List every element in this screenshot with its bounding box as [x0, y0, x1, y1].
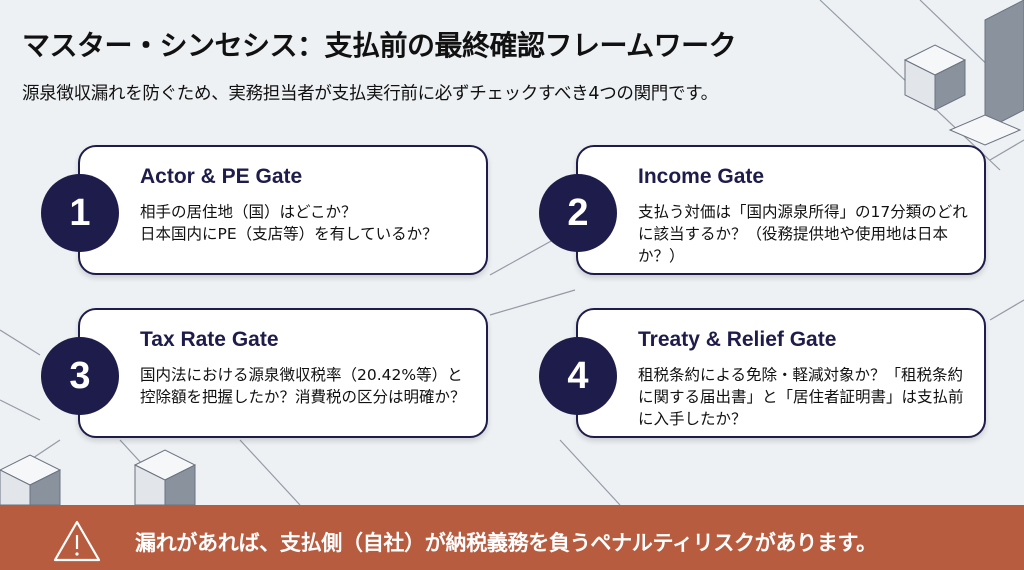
warning-message: 漏れがあれば、支払側（自社）が納税義務を負うペナルティリスクがあります。	[135, 531, 877, 555]
gate-number-badge: 3	[41, 337, 119, 415]
page-title: マスター・シンセシス：支払前の最終確認フレームワーク	[22, 29, 737, 62]
gate-description: 支払う対価は「国内源泉所得」の17分類のどれに該当するか？（役務提供地や使用地は…	[638, 203, 968, 265]
gate-card-treaty-relief: Treaty & Relief Gate 租税条約による免除・軽減対象か？「租税…	[576, 308, 986, 438]
gate-number-badge: 1	[41, 174, 119, 252]
gate-card-tax-rate: Tax Rate Gate 国内法における源泉徴収税率（20.42%等）と控除額…	[78, 308, 488, 438]
gate-title: Actor & PE Gate	[140, 165, 303, 188]
gate-card-income: Income Gate 支払う対価は「国内源泉所得」の17分類のどれに該当するか…	[576, 145, 986, 275]
gate-title: Treaty & Relief Gate	[638, 328, 837, 351]
gate-description: 租税条約による免除・軽減対象か？「租税条約に関する届出書」と「居住者証明書」は支…	[638, 366, 964, 428]
gate-description: 相手の居住地（国）はどこか？ 日本国内にPE（支店等）を有しているか？	[140, 203, 438, 243]
gate-number-badge: 4	[539, 337, 617, 415]
gate-description: 国内法における源泉徴収税率（20.42%等）と控除額を把握したか？消費税の区分は…	[140, 366, 466, 406]
gate-title: Income Gate	[638, 165, 765, 188]
gate-number-badge: 2	[539, 174, 617, 252]
warning-icon	[53, 520, 101, 562]
gate-title: Tax Rate Gate	[140, 328, 279, 351]
page-subtitle: 源泉徴収漏れを防ぐため、実務担当者が支払実行前に必ずチェックすべき4つの関門です…	[22, 84, 718, 104]
risk-warning-banner: 漏れがあれば、支払側（自社）が納税義務を負うペナルティリスクがあります。	[0, 505, 1024, 570]
gate-card-actor-pe: Actor & PE Gate 相手の居住地（国）はどこか？ 日本国内にPE（支…	[78, 145, 488, 275]
